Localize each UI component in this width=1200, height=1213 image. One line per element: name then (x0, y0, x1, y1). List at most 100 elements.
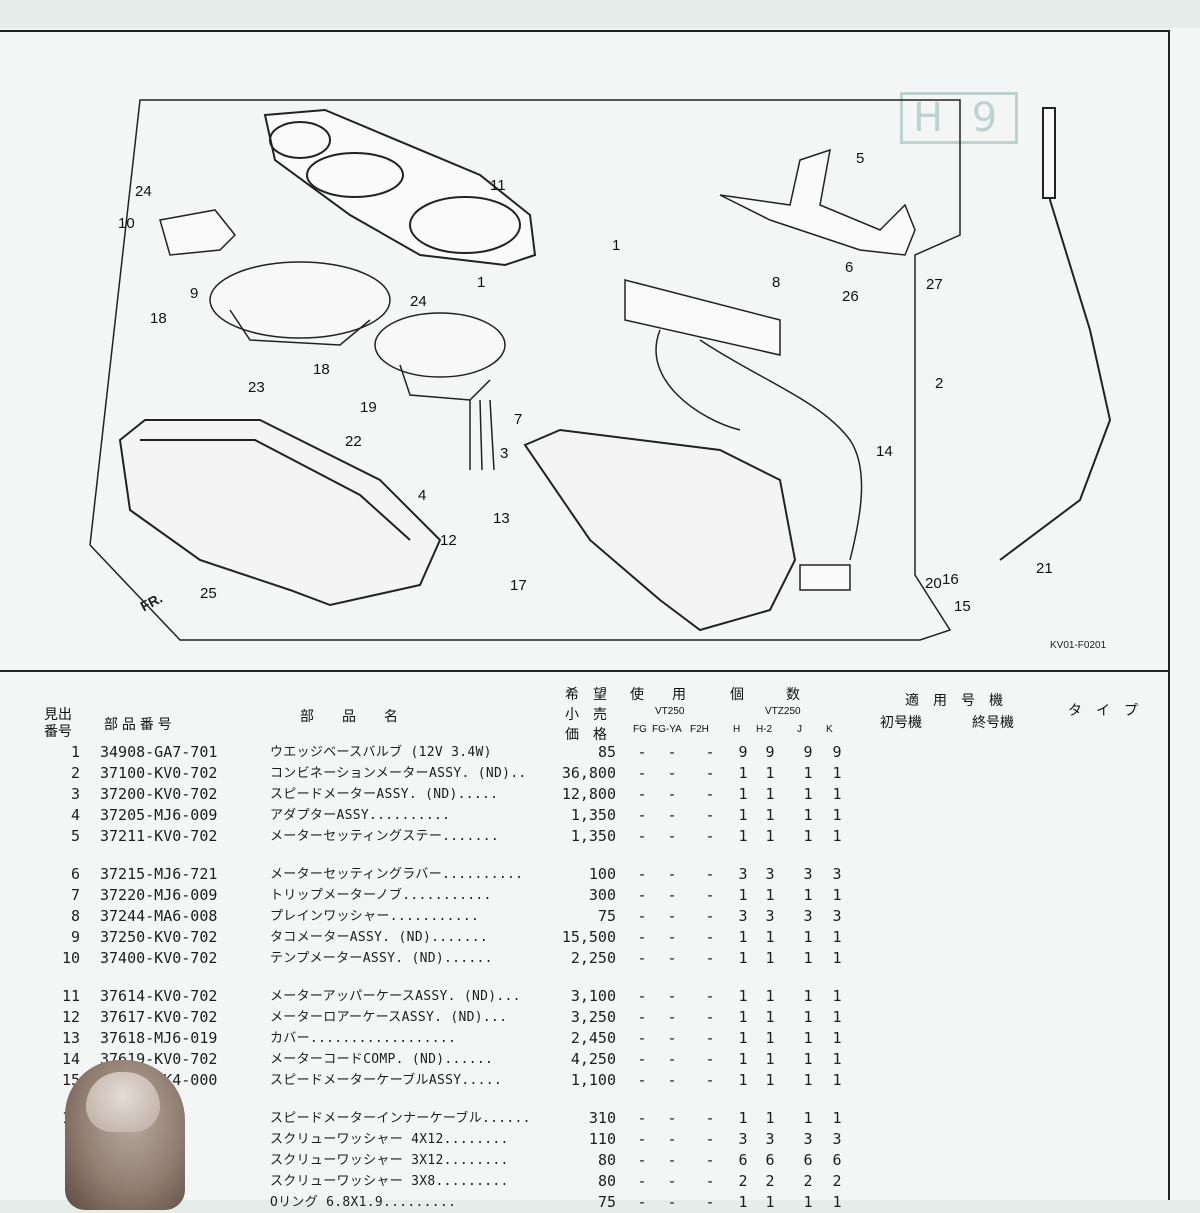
quantity-cell: 1 (832, 886, 842, 904)
part-name: メーターロアーケースASSY. (ND)... (270, 1010, 508, 1025)
quantity-cell: - (705, 928, 715, 946)
col-header-f2h: F2H (690, 724, 709, 735)
retail-price: 1,350 (570, 806, 616, 824)
col-header-vtz250: VTZ250 (765, 706, 801, 717)
quantity-cell: - (667, 987, 677, 1005)
callout: 24 (410, 293, 427, 310)
quantity-cell: 1 (803, 1071, 813, 1089)
part-name: スピードメーターケーブルASSY..... (270, 1073, 502, 1088)
retail-price: 110 (588, 1130, 616, 1148)
part-name: タコメーターASSY. (ND)....... (270, 930, 488, 945)
callout: 17 (510, 577, 527, 594)
quantity-cell: 1 (738, 785, 748, 803)
ref-number: 11 (61, 987, 80, 1005)
quantity-cell: 1 (738, 1029, 748, 1047)
part-number: 37400-KV0-702 (100, 949, 218, 967)
part-name: スピードメーターASSY. (ND)..... (270, 787, 499, 802)
photo-thumbnail-nail (86, 1072, 160, 1132)
ref-number: 9 (70, 928, 80, 946)
part-number: 37200-KV0-702 (100, 785, 218, 803)
quantity-cell: 1 (765, 987, 775, 1005)
quantity-cell: 1 (803, 886, 813, 904)
page-right-border (1168, 30, 1170, 1200)
part-number: 37211-KV0-702 (100, 827, 218, 845)
quantity-cell: 1 (803, 1008, 813, 1026)
ghost-page-tag: H 9 (900, 92, 1019, 144)
quantity-cell: 1 (803, 987, 813, 1005)
part-name: テンプメーターASSY. (ND)...... (270, 951, 493, 966)
quantity-cell: 1 (765, 1071, 775, 1089)
callout: 13 (493, 510, 510, 527)
quantity-cell: - (637, 1008, 647, 1026)
quantity-cell: 1 (803, 785, 813, 803)
quantity-cell: - (637, 827, 647, 845)
part-name: プレインワッシャー........... (270, 909, 480, 924)
quantity-cell: - (705, 785, 715, 803)
meter-setting-stay (719, 148, 916, 256)
quantity-cell: 2 (765, 1172, 775, 1190)
col-header-h2: H-2 (756, 724, 773, 735)
ref-number: 4 (70, 806, 80, 824)
part-number: 37215-MJ6-721 (100, 865, 218, 883)
quantity-cell: - (637, 764, 647, 782)
col-header-part-no: 部 品 番 号 (104, 716, 172, 732)
quantity-cell: 6 (832, 1151, 842, 1169)
quantity-cell: 1 (832, 764, 842, 782)
quantity-cell: - (705, 764, 715, 782)
quantity-cell: 3 (832, 1130, 842, 1148)
quantity-cell: - (667, 865, 677, 883)
quantity-cell: - (667, 1050, 677, 1068)
col-header-h: H (733, 724, 741, 735)
retail-price: 310 (588, 1109, 616, 1127)
callout: 18 (313, 361, 330, 378)
ref-number: 13 (61, 1029, 80, 1047)
quantity-cell: - (705, 865, 715, 883)
part-name: カバー.................. (270, 1031, 457, 1046)
part-number: 37614-KV0-702 (100, 987, 218, 1005)
quantity-cell: - (637, 1172, 647, 1190)
figure-code: KV01-F0201 (1050, 640, 1107, 651)
part-name: コンビネーションメーターASSY. (ND).. (270, 766, 527, 781)
quantity-cell: 1 (765, 785, 775, 803)
retail-price: 3,100 (570, 987, 616, 1005)
quantity-cell: 1 (803, 1050, 813, 1068)
callout: 12 (440, 532, 457, 549)
quantity-cell: - (667, 1151, 677, 1169)
quantity-cell: - (637, 1130, 647, 1148)
quantity-cell: 1 (738, 987, 748, 1005)
row-group-gap (0, 847, 1160, 864)
quantity-cell: 3 (765, 1130, 775, 1148)
part-number: 37220-MJ6-009 (100, 886, 218, 904)
callout: 9 (190, 285, 198, 302)
quantity-cell: 1 (803, 928, 813, 946)
quantity-cell: - (705, 1071, 715, 1089)
quantity-cell: 1 (738, 764, 748, 782)
callout: 1 (612, 237, 620, 254)
quantity-cell: 1 (765, 949, 775, 967)
quantity-cell: 1 (765, 1050, 775, 1068)
part-number: 37100-KV0-702 (100, 764, 218, 782)
callout: 19 (360, 399, 377, 416)
callout: 10 (118, 215, 135, 232)
quantity-cell: - (705, 1151, 715, 1169)
quantity-cell: 3 (738, 865, 748, 883)
diagram-table-divider (0, 670, 1170, 672)
part-name: メーターセッティングステー....... (270, 829, 500, 844)
part-number: 37617-KV0-702 (100, 1008, 218, 1026)
retail-price: 36,800 (561, 764, 616, 782)
quantity-cell: - (705, 987, 715, 1005)
retail-price: 2,450 (570, 1029, 616, 1047)
quantity-cell: - (667, 907, 677, 925)
part-number: 37244-MA6-008 (100, 907, 218, 925)
quantity-cell: - (637, 1050, 647, 1068)
quantity-cell: - (705, 1130, 715, 1148)
quantity-cell: 1 (765, 1193, 775, 1211)
quantity-cell: 1 (832, 928, 842, 946)
meter-cord-assy (624, 279, 863, 591)
speedometer-assy (374, 312, 506, 471)
part-name: メーターコードCOMP. (ND)...... (270, 1052, 494, 1067)
quantity-cell: 3 (765, 907, 775, 925)
